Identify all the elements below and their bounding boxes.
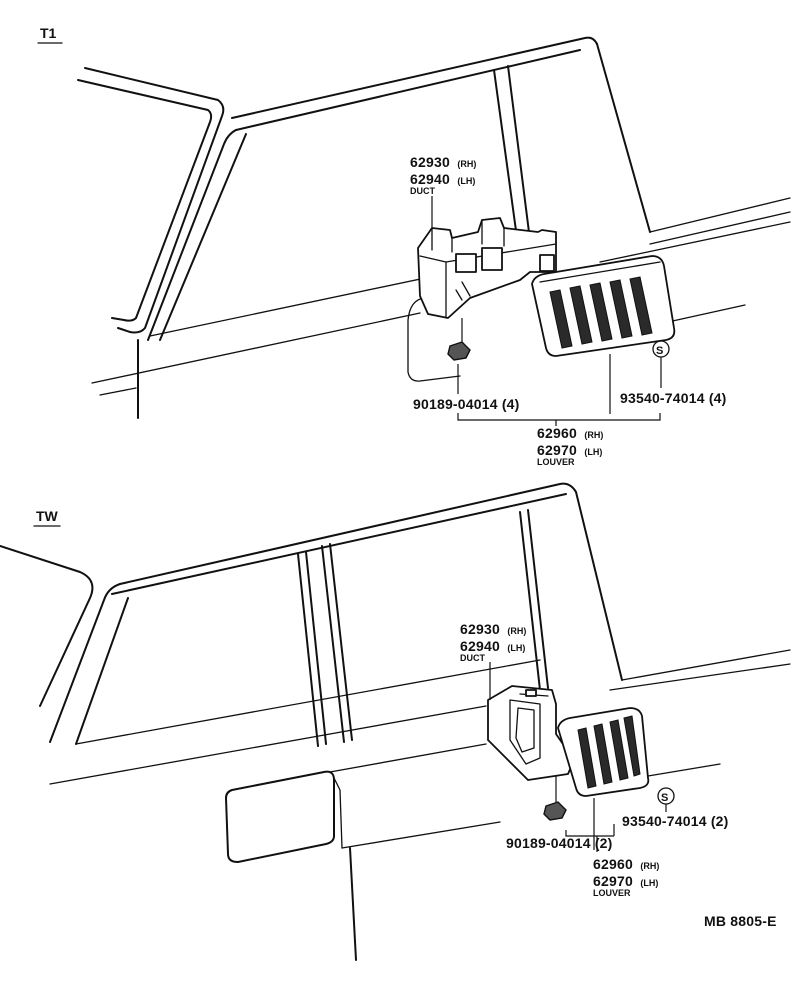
tw-louver-lh-label: 62970 (LH)	[593, 873, 658, 890]
t1-labels: 62930 (RH) 62940 (LH) DUCT 90189-04014 (…	[410, 154, 727, 467]
t1-duct-rh-label: 62930 (RH)	[410, 154, 476, 171]
drawing-code: MB 8805-E	[704, 913, 777, 929]
tw-screw-part	[543, 776, 567, 821]
tw-louver-part	[557, 707, 650, 797]
tw-car-body	[0, 482, 791, 961]
tw-louver-name: LOUVER	[593, 888, 631, 898]
t1-clip-symbol-letter: S	[656, 345, 663, 357]
t1-screw-label: 90189-04014 (4)	[413, 396, 520, 412]
section-label-t1: T1	[40, 25, 57, 41]
t1-duct-part	[417, 217, 557, 319]
t1-louver-lh-label: 62970 (LH)	[537, 442, 602, 459]
t1-screw-part	[447, 318, 471, 361]
t1-louver-name: LOUVER	[537, 457, 575, 467]
section-label-tw: TW	[36, 508, 59, 524]
tw-screw-label: 90189-04014 (2)	[506, 835, 613, 851]
tw-section: TW	[0, 482, 791, 961]
tw-leaders	[489, 662, 615, 852]
t1-clip-symbol: S	[652, 340, 670, 388]
t1-duct-name: DUCT	[410, 186, 435, 196]
tw-labels: 62930 (RH) 62940 (LH) DUCT 90189-04014 (…	[460, 621, 729, 898]
tw-duct-lh-label: 62940 (LH)	[460, 638, 525, 655]
t1-louver-part	[531, 255, 676, 357]
t1-leaders	[431, 196, 661, 426]
tw-louver-rh-label: 62960 (RH)	[593, 856, 659, 873]
tw-clip-symbol-letter: S	[661, 792, 668, 804]
tw-duct-name: DUCT	[460, 653, 485, 663]
tw-clip-symbol: S	[657, 787, 675, 812]
tw-clip-label: 93540-74014 (2)	[622, 813, 729, 829]
t1-clip-label: 93540-74014 (4)	[620, 390, 727, 406]
t1-section: T1	[37, 25, 791, 467]
t1-car-body	[77, 36, 791, 419]
t1-louver-rh-label: 62960 (RH)	[537, 425, 603, 442]
tw-duct-rh-label: 62930 (RH)	[460, 621, 526, 638]
t1-duct-lh-label: 62940 (LH)	[410, 171, 475, 188]
